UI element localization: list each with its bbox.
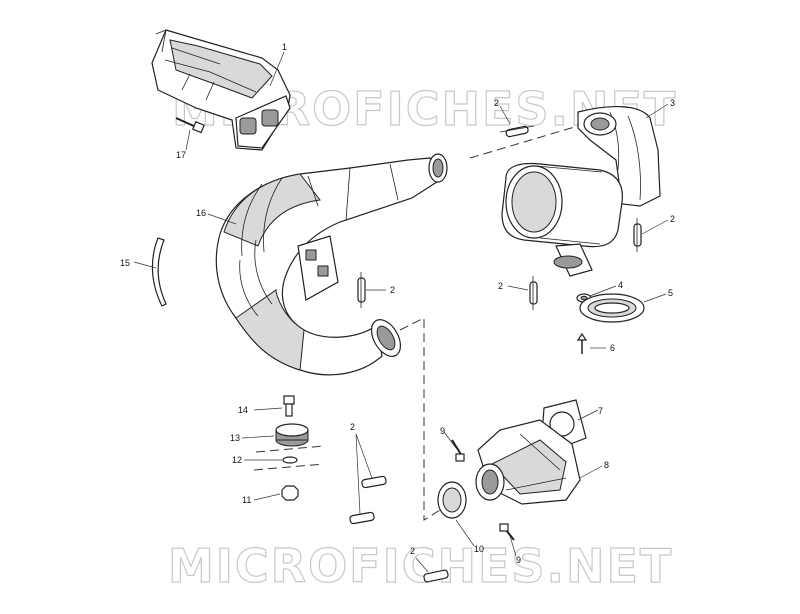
- part-9-bolt-upper: [451, 439, 465, 462]
- part-8-exhaust-manifold: [475, 419, 581, 505]
- callout-9a: 9: [440, 426, 445, 436]
- spring-2e-lower: [349, 511, 375, 525]
- callout-17: 17: [176, 150, 186, 160]
- callout-5: 5: [668, 288, 673, 298]
- part-3-silencer: [501, 106, 661, 277]
- part-15-strap: [151, 237, 167, 307]
- spring-2a: [499, 125, 535, 138]
- part-16-expansion-chamber: [215, 153, 448, 376]
- callout-8: 8: [604, 460, 609, 470]
- callout-16: 16: [196, 208, 206, 218]
- callout-2b: 2: [670, 214, 675, 224]
- callout-1: 1: [282, 42, 287, 52]
- spring-2b: [633, 218, 642, 252]
- callout-9b: 9: [516, 555, 521, 565]
- assembly-line-mount-b: [255, 445, 325, 453]
- callout-11: 11: [242, 495, 251, 505]
- callout-2e: 2: [350, 422, 355, 432]
- part-6-screw: [576, 332, 588, 354]
- callout-15: 15: [120, 258, 130, 268]
- spring-2f: [423, 569, 449, 583]
- part-9-bolt-lower: [499, 523, 515, 541]
- assembly-line-mount: [253, 463, 325, 471]
- part-13-rubber-mount: [275, 423, 309, 447]
- callout-7: 7: [598, 406, 603, 416]
- callout-13: 13: [230, 433, 240, 443]
- assembly-line-top: [469, 125, 579, 159]
- callout-10: 10: [474, 544, 484, 554]
- callout-2a: 2: [494, 98, 499, 108]
- spring-2d: [529, 276, 538, 310]
- part-11-nut: [281, 485, 299, 501]
- callout-2f: 2: [410, 546, 415, 556]
- part-1-mounting-bracket: [151, 29, 291, 151]
- spring-2c: [357, 272, 366, 308]
- callout-14: 14: [238, 405, 248, 415]
- callout-3: 3: [670, 98, 675, 108]
- part-10-ring-gasket: [437, 481, 467, 519]
- assembly-line-vertical: [399, 317, 441, 521]
- part-5-gasket: [579, 293, 645, 323]
- part-17-bolt: [175, 117, 205, 134]
- part-14-bolt: [283, 395, 295, 417]
- spring-2e-upper: [361, 475, 387, 489]
- callout-6: 6: [610, 343, 615, 353]
- callout-2d: 2: [498, 281, 503, 291]
- callout-12: 12: [232, 455, 242, 465]
- part-12-washer: [282, 456, 298, 464]
- callout-2c: 2: [390, 285, 395, 295]
- watermark-bottom: MICROFICHES.NET: [168, 539, 673, 593]
- callout-4: 4: [618, 280, 623, 290]
